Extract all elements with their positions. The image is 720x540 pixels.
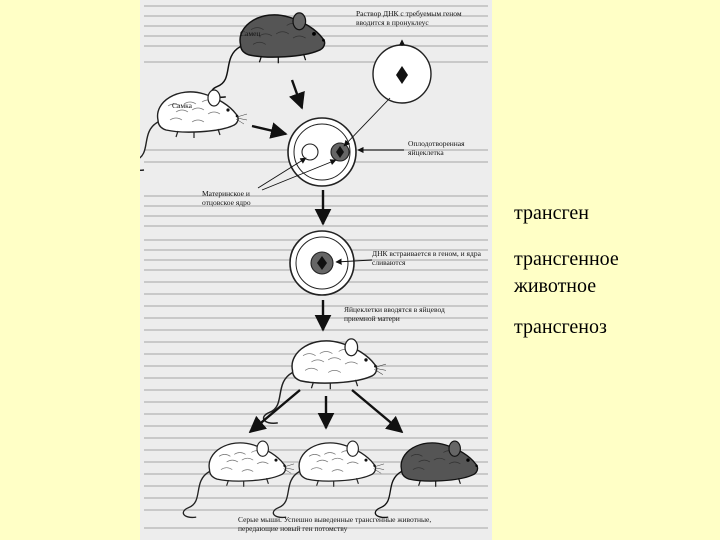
pointer-lines xyxy=(257,39,406,265)
offspring-caption: Серые мыши. Успешно выведенные трансгенн… xyxy=(238,515,432,533)
offspring-mouse-2 xyxy=(272,440,385,519)
dna-integrated-label: ДНК встраивается в геном, и ядра сливают… xyxy=(372,249,481,267)
term-transgene: трансген xyxy=(514,202,589,224)
male-label: Самец xyxy=(240,29,261,38)
diagram-graphics xyxy=(140,5,488,529)
pronuclei-label: Материнское и отцовское ядро xyxy=(202,189,251,207)
fertilized-egg-label: Оплодотворенная яйцеклетка xyxy=(408,139,465,157)
fertilized-egg-cell xyxy=(287,117,357,187)
term-transgenosis: трансгеноз xyxy=(514,316,607,338)
dna-solution-cell xyxy=(372,44,432,104)
term-transgenic-animal: трансгенное животное xyxy=(514,248,619,297)
fused-nucleus-egg xyxy=(289,230,355,296)
female-label: Самка xyxy=(172,101,192,110)
transgenesis-diagram: Самец Самка Раствор ДНК с требуемым гено… xyxy=(140,0,492,540)
offspring-mouse-3-transgenic xyxy=(374,440,479,519)
egg-implanted-label: Яйцеклетки вводятся в яйцевод приемной м… xyxy=(344,305,445,323)
female-mouse xyxy=(140,89,248,172)
foster-mother-mouse xyxy=(262,338,387,424)
flow-arrows xyxy=(248,79,404,434)
offspring-mouse-1 xyxy=(182,440,295,519)
dna-solution-label: Раствор ДНК с требуемым геном вводится в… xyxy=(356,9,462,27)
